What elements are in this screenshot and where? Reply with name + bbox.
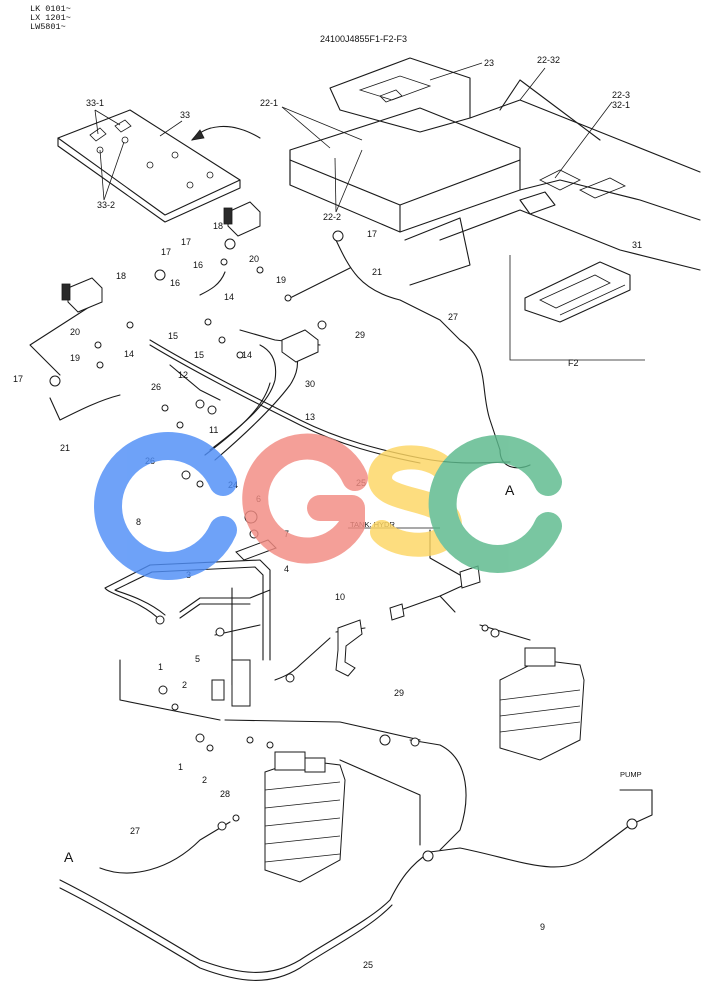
callout-31: 31 xyxy=(632,240,642,250)
callout-1-a: 1 xyxy=(158,662,163,672)
watermark-letter-c2 xyxy=(428,435,562,573)
connection-mark-a-top: A xyxy=(505,482,515,498)
callout-21-a: 21 xyxy=(372,267,382,277)
callout-33-1: 33-1 xyxy=(86,98,104,108)
control-valve-right xyxy=(499,647,585,761)
cgsc-watermark xyxy=(94,432,562,580)
callout-22-3: 22-3 xyxy=(612,90,630,100)
callout-15-a: 15 xyxy=(168,331,178,341)
callout-15-b: 15 xyxy=(194,350,204,360)
callout-2-a: 2 xyxy=(182,680,187,690)
callout-2-b: 2 xyxy=(202,775,207,785)
callout-28: 28 xyxy=(220,789,230,799)
callout-16-a: 16 xyxy=(193,260,203,270)
callout-32-1: 32-1 xyxy=(612,100,630,110)
serial-line-1: LK 0101~ xyxy=(30,4,71,14)
callout-33: 33 xyxy=(180,110,190,120)
callout-30: 30 xyxy=(305,379,315,389)
callout-18-lower: 18 xyxy=(116,271,126,281)
fittings-upper xyxy=(49,201,344,488)
callout-16-b: 16 xyxy=(170,278,180,288)
callout-17-a: 17 xyxy=(181,237,191,247)
callout-22-2: 22-2 xyxy=(323,212,341,222)
serial-line-3: LW5801~ xyxy=(30,22,66,32)
callout-8: 8 xyxy=(136,517,141,527)
callout-20-a: 20 xyxy=(249,254,259,264)
callout-22-32: 22-32 xyxy=(537,55,560,65)
callout-19-a: 19 xyxy=(276,275,286,285)
cover-31 xyxy=(509,255,645,361)
watermark-letter-s xyxy=(367,445,463,557)
callout-13: 13 xyxy=(305,412,315,422)
callout-25-lower: 25 xyxy=(363,960,373,970)
callout-29-upper: 29 xyxy=(355,330,365,340)
callout-21-b: 21 xyxy=(60,443,70,453)
callout-f2: F2 xyxy=(568,358,579,368)
callout-17-c: 17 xyxy=(161,247,171,257)
callout-4: 4 xyxy=(284,564,289,574)
callout-27-lower: 27 xyxy=(130,826,140,836)
serial-line-2: LX 1201~ xyxy=(30,13,71,23)
pipes-lower xyxy=(59,529,653,981)
callout-20-b: 20 xyxy=(70,327,80,337)
callout-9: 9 xyxy=(540,922,545,932)
callout-27-upper: 27 xyxy=(448,312,458,322)
machine-body xyxy=(289,57,701,286)
watermark-letter-c1 xyxy=(94,432,237,580)
callout-14-c: 14 xyxy=(242,350,252,360)
watermark-letter-g xyxy=(242,433,368,564)
callout-29-lower: 29 xyxy=(394,688,404,698)
callout-18-upper: 18 xyxy=(213,221,223,231)
pipes-upper xyxy=(29,237,531,469)
callout-11: 11 xyxy=(209,425,218,435)
callout-14-a: 14 xyxy=(224,292,234,302)
callout-14-b: 14 xyxy=(124,349,134,359)
callout-12: 12 xyxy=(178,370,188,380)
callout-23: 23 xyxy=(484,58,494,68)
callout-17-d: 17 xyxy=(13,374,23,384)
callout-33-2: 33-2 xyxy=(97,200,115,210)
control-valve-28 xyxy=(264,751,346,883)
callout-5: 5 xyxy=(195,654,200,664)
pump-tag: PUMP xyxy=(620,770,642,779)
callout-10: 10 xyxy=(335,592,345,602)
connection-mark-a-bottom: A xyxy=(64,849,74,865)
cover-plate-33 xyxy=(57,109,261,223)
callout-26-a: 26 xyxy=(151,382,161,392)
callout-1-b: 1 xyxy=(178,762,183,772)
callout-17-b: 17 xyxy=(367,229,377,239)
callout-22-1: 22-1 xyxy=(260,98,278,108)
drawing-code: 24100J4855F1-F2-F3 xyxy=(320,34,407,44)
callout-19-b: 19 xyxy=(70,353,80,363)
